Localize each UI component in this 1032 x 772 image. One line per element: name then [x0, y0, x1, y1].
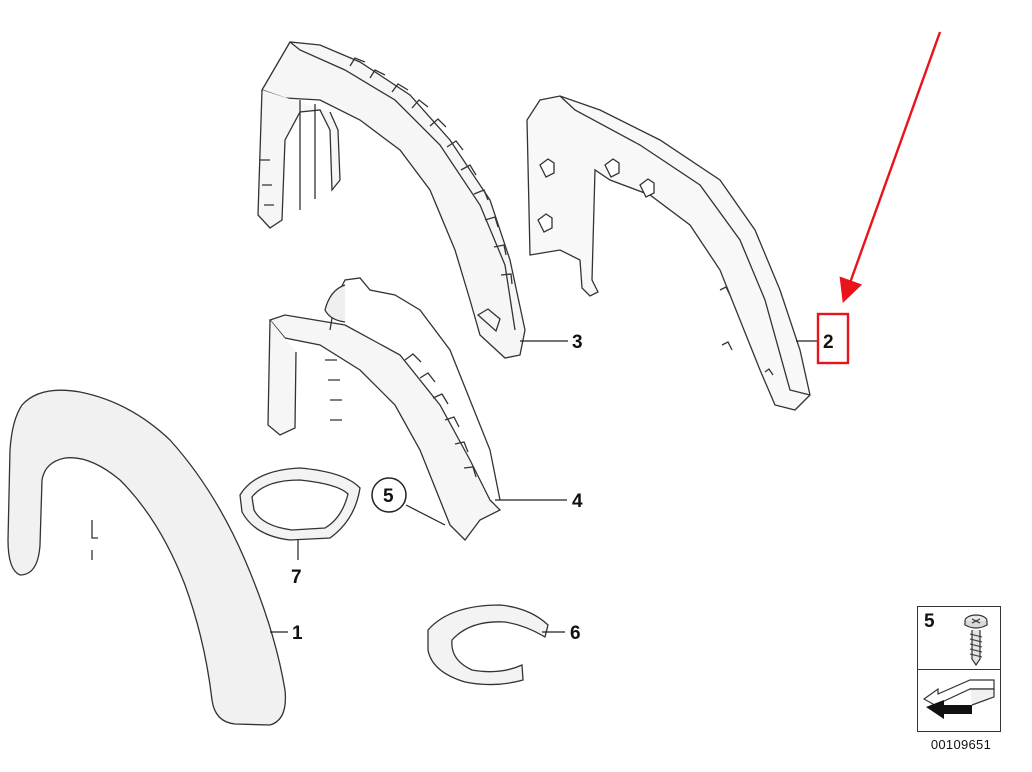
highlight-arrow	[839, 31, 942, 304]
part-2-trim	[526, 95, 811, 411]
fastener-legend: 5	[917, 606, 1001, 732]
callout-4: 4	[572, 491, 583, 512]
view-arrow-icon	[922, 679, 995, 719]
callout-3: 3	[572, 332, 583, 353]
part-7-ring	[239, 467, 361, 541]
callout-5-circle	[371, 477, 407, 513]
part-6-strip	[427, 604, 549, 686]
callout-1: 1	[292, 623, 303, 644]
screw-icon	[964, 614, 988, 667]
callout-2: 2	[823, 332, 834, 353]
part-1-arch	[7, 389, 287, 726]
leader-lines	[270, 340, 818, 633]
callout-2-highlight	[816, 312, 850, 365]
callout-5: 5	[383, 486, 394, 507]
part-3-trim	[257, 41, 526, 359]
document-number: 00109651	[930, 737, 992, 752]
legend-divider	[918, 669, 1000, 670]
callout-7: 7	[291, 567, 302, 588]
legend-part-number: 5	[924, 611, 935, 632]
part-4-trim	[267, 277, 502, 541]
callout-6: 6	[570, 623, 581, 644]
